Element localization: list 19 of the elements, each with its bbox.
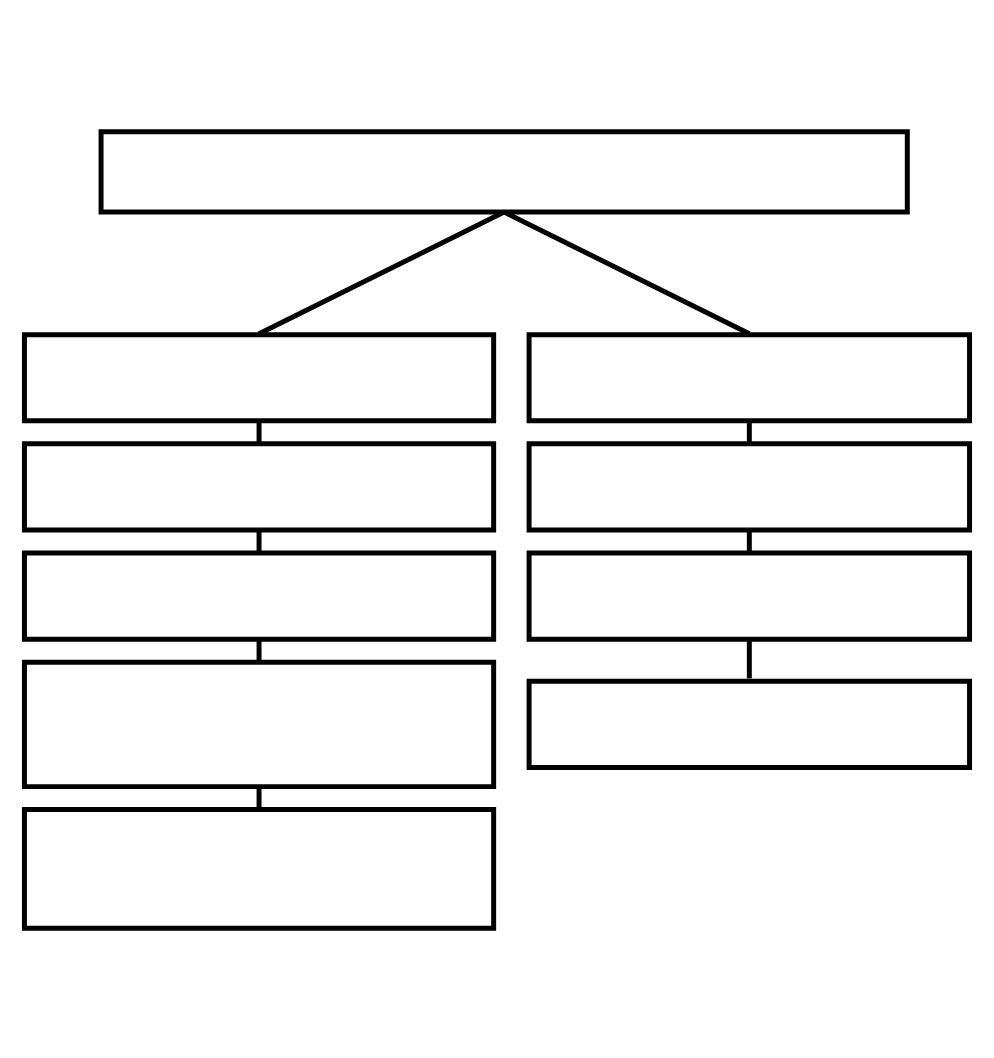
node-box (526, 677, 973, 769)
node-box (21, 331, 497, 423)
connector (746, 419, 752, 443)
connector (257, 208, 506, 335)
connector (256, 785, 262, 809)
node-box (21, 440, 497, 532)
connector (746, 638, 752, 678)
connector (256, 638, 262, 662)
connector (746, 529, 752, 552)
node-box (21, 658, 497, 789)
connector (256, 529, 262, 552)
node-box (98, 128, 910, 214)
node-box (21, 549, 497, 641)
connector (256, 419, 262, 443)
node-box (526, 549, 973, 641)
node-box (21, 806, 497, 930)
connector (503, 208, 751, 335)
node-box (526, 440, 973, 532)
node-box (526, 331, 973, 423)
